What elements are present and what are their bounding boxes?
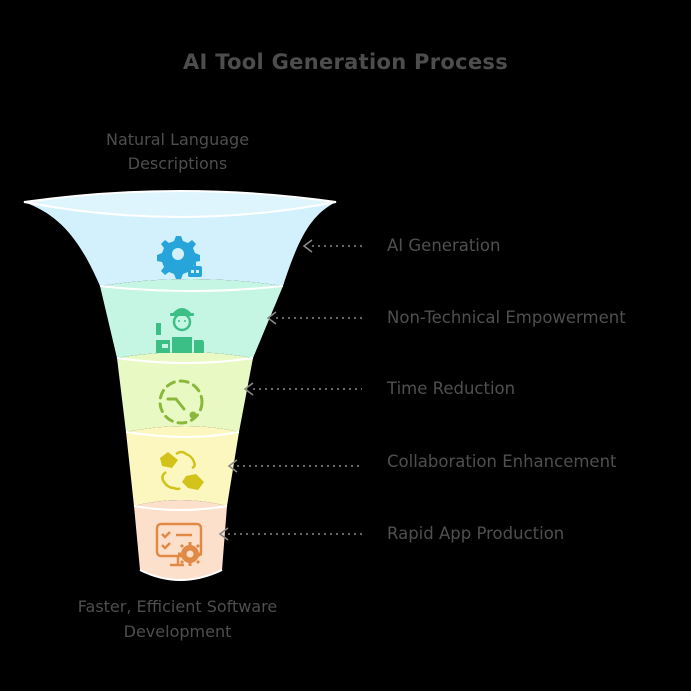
stage-label-ai-generation: AI Generation bbox=[387, 236, 501, 255]
funnel-input-label: Natural Language Descriptions bbox=[60, 128, 295, 176]
diagram-title: AI Tool Generation Process bbox=[182, 50, 509, 74]
connectors bbox=[218, 239, 362, 541]
output-label-line-1: Faster, Efficient Software bbox=[77, 597, 278, 616]
funnel-stage-3 bbox=[117, 352, 253, 432]
stage-label-collaboration-enhancement: Collaboration Enhancement bbox=[387, 452, 617, 471]
stage-label-time-reduction: Time Reduction bbox=[387, 379, 516, 398]
worker-icon bbox=[156, 308, 204, 353]
funnel-stage-2 bbox=[100, 279, 283, 358]
funnel-output-label: Faster, Efficient Software Development bbox=[30, 594, 325, 644]
funnel-stage-4 bbox=[126, 426, 239, 506]
monitor-checklist-gear-icon bbox=[155, 522, 203, 567]
stage-label-non-technical-empowerment: Non-Technical Empowerment bbox=[387, 308, 626, 327]
output-label-line-2: Development bbox=[123, 622, 232, 641]
handshake-icon bbox=[160, 450, 204, 491]
dashed-clock-icon bbox=[158, 379, 204, 425]
stage-label-rapid-app-production: Rapid App Production bbox=[387, 524, 565, 543]
input-label-line-1: Natural Language bbox=[105, 130, 250, 149]
gear-robot-icon bbox=[157, 236, 202, 279]
funnel-stage-5 bbox=[134, 500, 227, 580]
input-label-line-2: Descriptions bbox=[127, 154, 228, 173]
